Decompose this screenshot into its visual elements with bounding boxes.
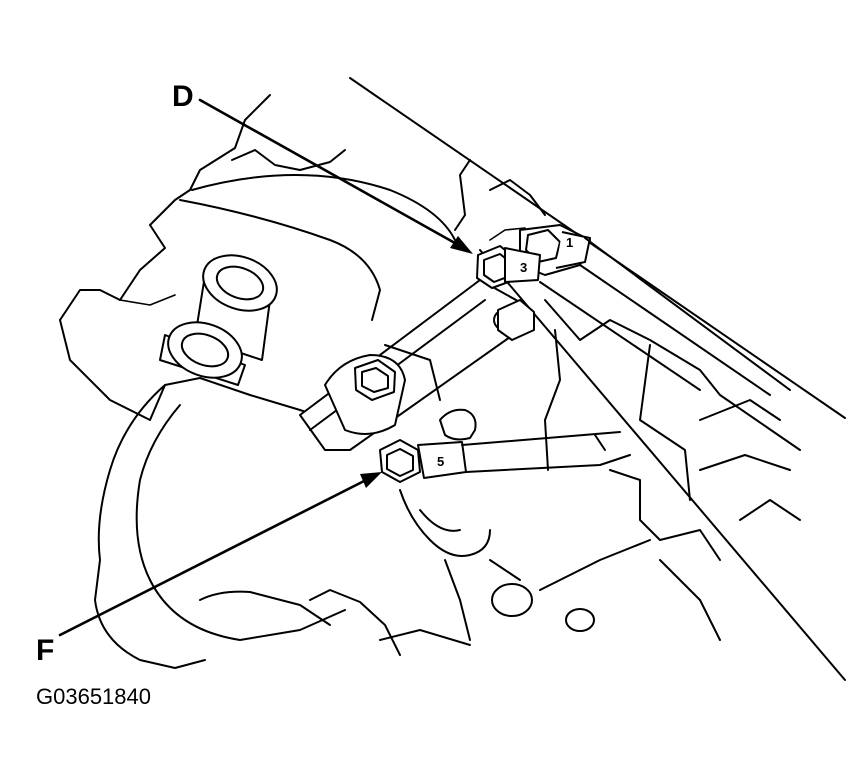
callout-f: F bbox=[36, 634, 54, 667]
arrowhead-d bbox=[450, 236, 473, 254]
upper-casting bbox=[59, 94, 546, 321]
left-pipes bbox=[159, 254, 278, 386]
hose-tag-3: 3 bbox=[520, 260, 527, 275]
lower-bolt-assembly bbox=[379, 431, 631, 483]
middle-bolt-assembly bbox=[324, 354, 477, 441]
hose-tag-1: 1 bbox=[566, 235, 573, 250]
callout-leaders bbox=[58, 98, 473, 637]
hose-tag-5: 5 bbox=[437, 454, 444, 469]
leader-d bbox=[198, 98, 464, 249]
fuel-rail bbox=[299, 279, 535, 451]
figure-code: G03651840 bbox=[36, 684, 151, 709]
engine-block bbox=[379, 299, 801, 646]
arrowhead-f bbox=[360, 472, 382, 488]
leader-f bbox=[58, 476, 372, 637]
upper-hose bbox=[539, 237, 791, 396]
callout-d: D bbox=[172, 80, 194, 113]
